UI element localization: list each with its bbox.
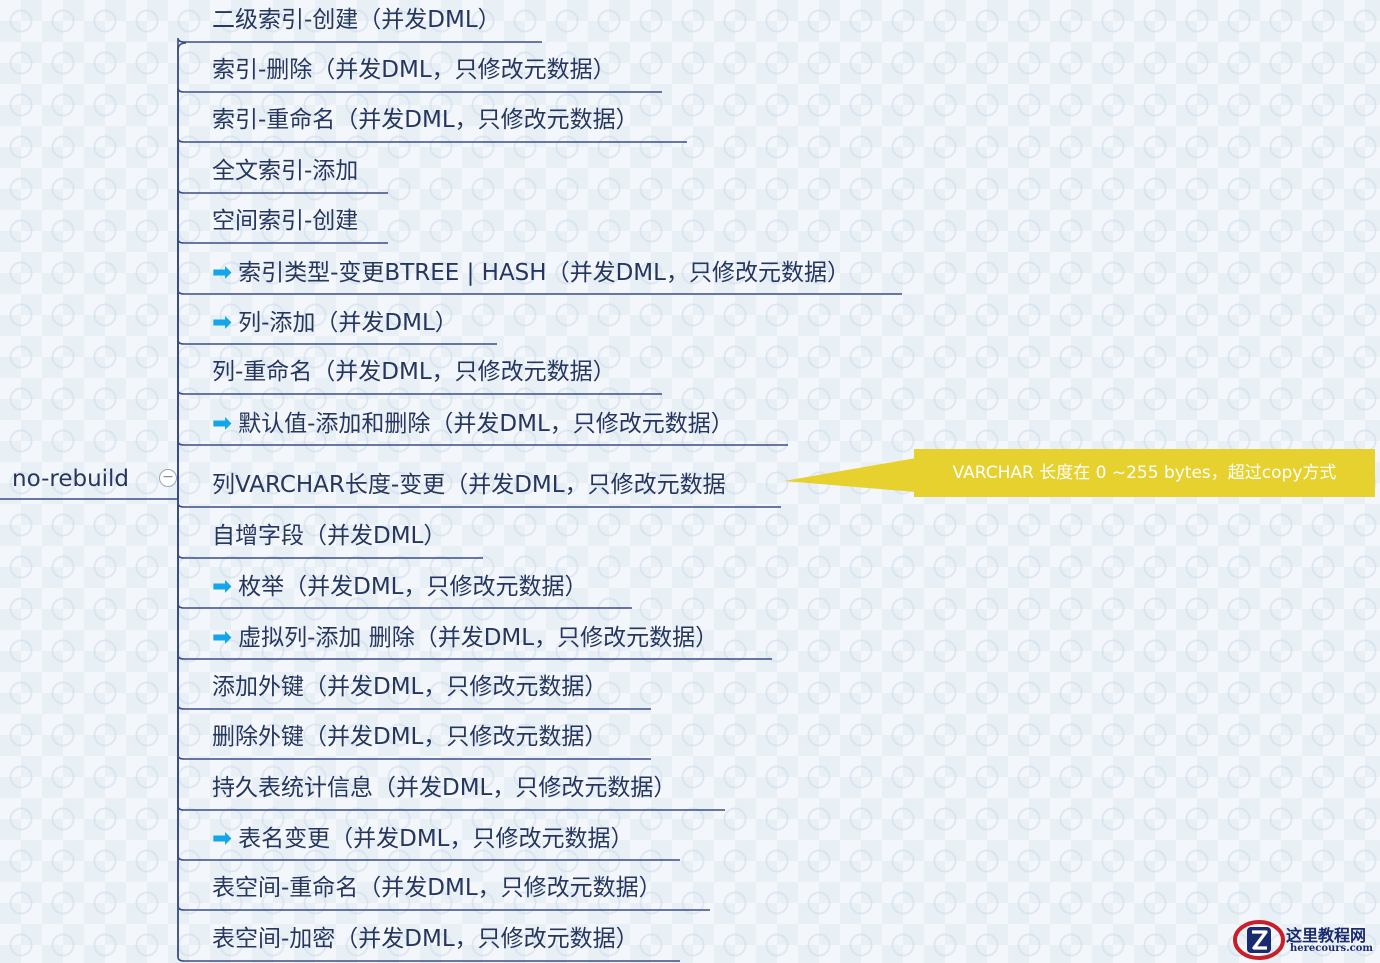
branch-label: 二级索引-创建（并发DML） xyxy=(212,7,501,33)
branch-label: 表空间-重命名（并发DML，只修改元数据） xyxy=(212,875,662,901)
branch-label: 空间索引-创建 xyxy=(212,208,359,234)
branch-node[interactable]: 添加外键（并发DML，只修改元数据） xyxy=(212,672,607,702)
branch-node[interactable]: 二级索引-创建（并发DML） xyxy=(212,5,501,35)
branch-label: 列-重命名（并发DML，只修改元数据） xyxy=(212,359,616,385)
branch-label: 添加外键（并发DML，只修改元数据） xyxy=(212,674,608,700)
root-topic[interactable]: no-rebuild xyxy=(12,466,130,492)
branch-node[interactable]: ➡枚举（并发DML，只修改元数据） xyxy=(212,571,587,602)
branch-node[interactable]: ➡虚拟列-添加 删除（并发DML，只修改元数据） xyxy=(212,622,718,653)
right-arrow-icon: ➡ xyxy=(212,409,233,437)
branch-label: 全文索引-添加 xyxy=(212,158,359,184)
branch-node[interactable]: 列-重命名（并发DML，只修改元数据） xyxy=(212,357,616,387)
branch-label: 列VARCHAR长度-变更（并发DML，只修改元数据 xyxy=(212,472,726,498)
branch-label: 索引类型-变更BTREE | HASH（并发DML，只修改元数据） xyxy=(238,260,850,286)
spine-top-corner xyxy=(177,42,187,51)
branch-node[interactable]: 删除外键（并发DML，只修改元数据） xyxy=(212,722,607,752)
branch-label: 表空间-加密（并发DML，只修改元数据） xyxy=(212,926,639,952)
branch-node[interactable]: ➡表名变更（并发DML，只修改元数据） xyxy=(212,823,633,854)
branch-label: 枚举（并发DML，只修改元数据） xyxy=(238,574,588,600)
collapse-minus-icon[interactable]: − xyxy=(159,469,177,487)
branch-label: 列-添加（并发DML） xyxy=(238,310,458,336)
branch-connector xyxy=(177,499,781,508)
branch-node[interactable]: ➡默认值-添加和删除（并发DML，只修改元数据） xyxy=(212,408,734,439)
z-logo-icon xyxy=(1233,920,1285,960)
watermark-subtitle: herecours.com xyxy=(1290,943,1374,954)
right-arrow-icon: ➡ xyxy=(212,258,233,286)
branch-node[interactable]: 表空间-重命名（并发DML，只修改元数据） xyxy=(212,873,662,903)
branch-label: 表名变更（并发DML，只修改元数据） xyxy=(238,826,634,852)
branch-node[interactable]: 索引-重命名（并发DML，只修改元数据） xyxy=(212,105,639,135)
watermark-title: 这里教程网 xyxy=(1286,926,1367,945)
right-arrow-icon: ➡ xyxy=(212,824,233,852)
branch-label: 持久表统计信息（并发DML，只修改元数据） xyxy=(212,775,677,801)
branch-node[interactable]: 持久表统计信息（并发DML，只修改元数据） xyxy=(212,773,676,803)
right-arrow-icon: ➡ xyxy=(212,623,233,651)
right-arrow-icon: ➡ xyxy=(212,308,233,336)
branch-label: 索引-重命名（并发DML，只修改元数据） xyxy=(212,107,639,133)
branch-node[interactable]: 列VARCHAR长度-变更（并发DML，只修改元数据 xyxy=(212,470,726,500)
branch-label: 自增字段（并发DML） xyxy=(212,523,447,549)
branch-node[interactable]: ➡索引类型-变更BTREE | HASH（并发DML，只修改元数据） xyxy=(212,257,850,288)
branch-label: 删除外键（并发DML，只修改元数据） xyxy=(212,724,608,750)
branch-node[interactable]: 全文索引-添加 xyxy=(212,156,358,186)
branch-node[interactable]: 空间索引-创建 xyxy=(212,206,358,236)
branch-node[interactable]: 自增字段（并发DML） xyxy=(212,521,446,551)
branch-node[interactable]: 表空间-加密（并发DML，只修改元数据） xyxy=(212,924,639,954)
branch-label: 索引-删除（并发DML，只修改元数据） xyxy=(212,57,616,83)
callout-note[interactable]: VARCHAR 长度在 0 ~255 bytes，超过copy方式 xyxy=(914,449,1375,497)
callout-pointer xyxy=(784,458,916,492)
branch-node[interactable]: 索引-删除（并发DML，只修改元数据） xyxy=(212,55,616,85)
branch-label: 虚拟列-添加 删除（并发DML，只修改元数据） xyxy=(238,625,719,651)
branch-node[interactable]: ➡列-添加（并发DML） xyxy=(212,307,458,338)
branch-label: 默认值-添加和删除（并发DML，只修改元数据） xyxy=(238,411,734,437)
right-arrow-icon: ➡ xyxy=(212,572,233,600)
watermark: 这里教程网 herecours.com xyxy=(1232,918,1378,962)
